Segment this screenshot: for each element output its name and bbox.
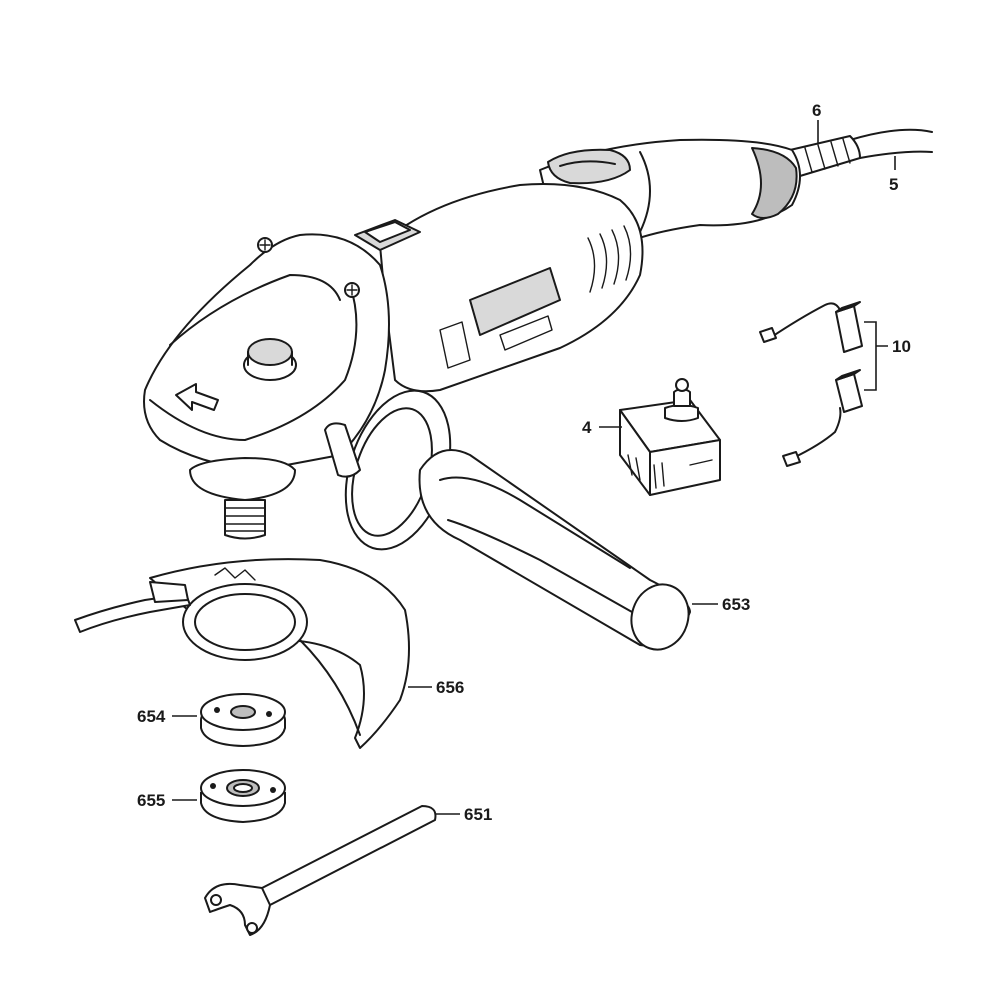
power-cord	[849, 128, 933, 159]
carbon-brushes	[759, 301, 863, 467]
callout-6: 6	[812, 101, 821, 120]
grinder-body	[143, 138, 801, 540]
callout-5: 5	[889, 175, 898, 194]
callout-656: 656	[436, 678, 464, 697]
callout-653: 653	[722, 595, 750, 614]
leader-10	[864, 321, 888, 391]
cord-strain-relief	[789, 135, 861, 177]
callouts: 6 5 10 4 653 656 654 655 651	[137, 101, 911, 824]
wheel-guard	[74, 558, 410, 749]
callout-655: 655	[137, 791, 165, 810]
callout-651: 651	[464, 805, 492, 824]
callout-4: 4	[582, 418, 592, 437]
mounting-flange	[200, 693, 286, 747]
clamping-nut	[200, 769, 286, 823]
on-off-switch	[619, 378, 721, 496]
callout-654: 654	[137, 707, 166, 726]
leader-lines	[172, 120, 896, 815]
pin-spanner	[204, 805, 437, 936]
callout-10: 10	[892, 337, 911, 356]
side-handle	[324, 389, 691, 651]
